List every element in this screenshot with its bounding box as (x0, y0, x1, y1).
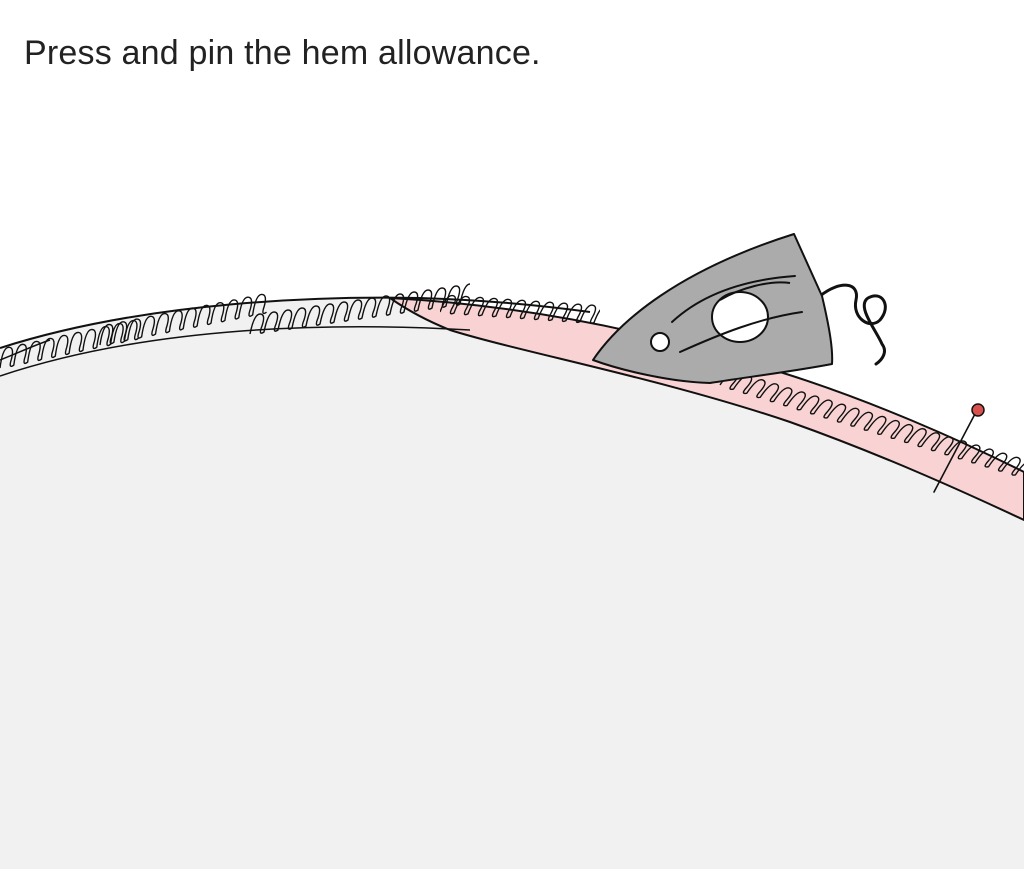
iron-indicator-light (650, 332, 670, 352)
fabric-body (0, 297, 1024, 869)
step-instruction: Press and pin the hem allowance. (24, 34, 541, 72)
iron-handle-opening (711, 291, 769, 343)
fabric-edge (0, 296, 591, 349)
iron-handle (671, 275, 803, 353)
serged-edge-pink-right (719, 370, 1024, 497)
pin-head (971, 403, 985, 417)
pin-icon (933, 403, 985, 493)
iron-icon (592, 233, 887, 384)
serged-edge-white (0, 283, 470, 377)
serged-edge-pink-left (440, 294, 600, 326)
iron-cord (818, 283, 887, 366)
